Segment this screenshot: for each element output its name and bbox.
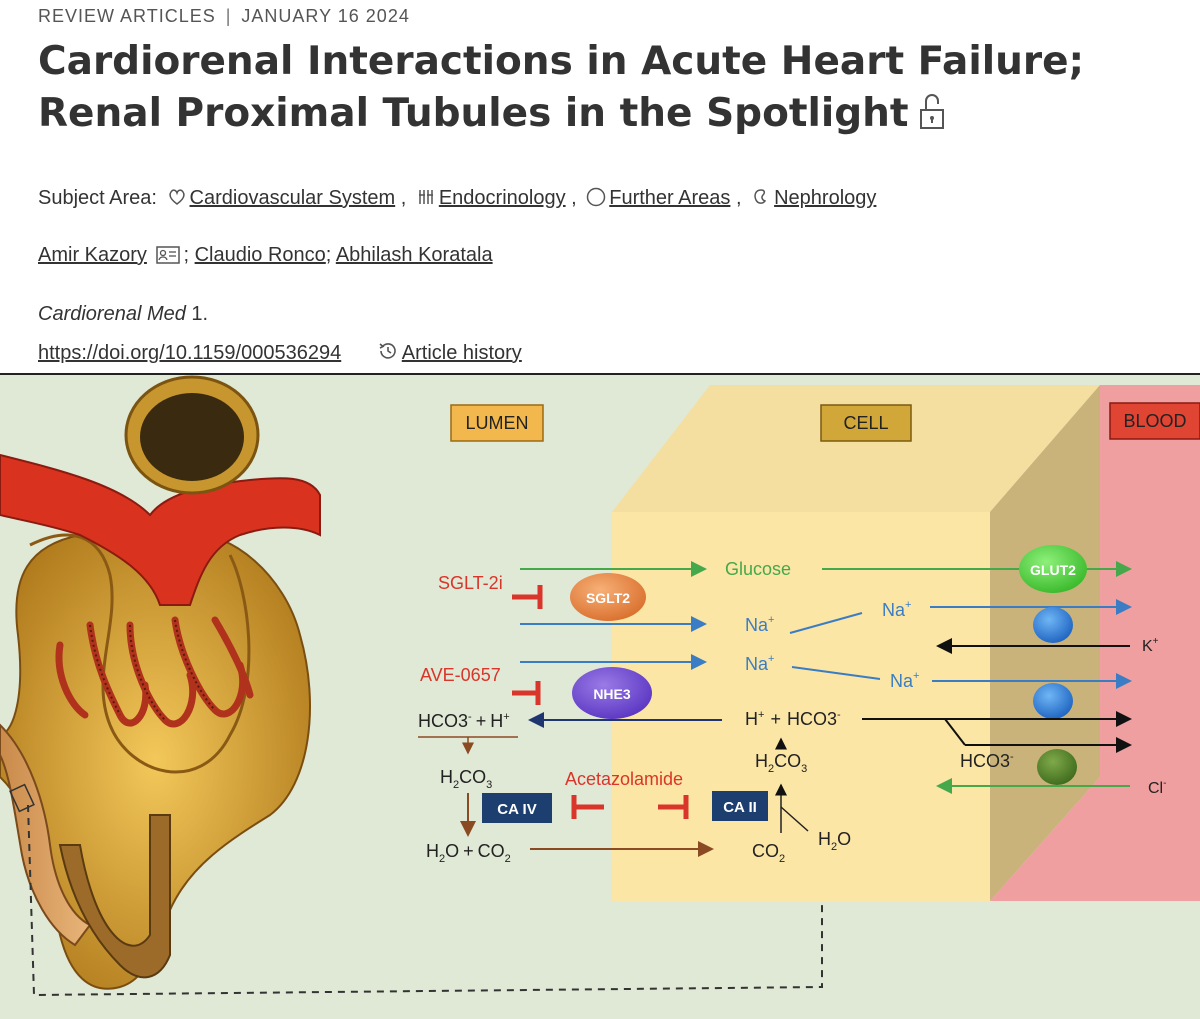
blood-label-box xyxy=(1109,402,1200,440)
author-link-0[interactable]: Amir Kazory xyxy=(38,244,147,266)
lumen-label: LUMEN xyxy=(465,413,528,433)
subject-link-cardiovascular[interactable]: Cardiovascular System xyxy=(189,187,396,209)
na-k-pump-1 xyxy=(1033,607,1073,643)
author-link-2[interactable]: Abhilash Koratala xyxy=(335,244,493,266)
ave-label: AVE-0657 xyxy=(420,665,501,685)
heart-icon xyxy=(167,187,187,213)
article-history-link[interactable]: Article history xyxy=(401,342,522,364)
sglt2-transporter xyxy=(570,573,646,621)
unlock-icon xyxy=(919,90,945,144)
ca4-box xyxy=(482,793,552,823)
k-label: K+ xyxy=(1142,636,1159,655)
author-link-1[interactable]: Claudio Ronco xyxy=(194,244,326,266)
glut2-transporter xyxy=(1019,545,1087,593)
journal-volume: 1. xyxy=(191,303,209,325)
blood-label: BLOOD xyxy=(1123,411,1186,431)
subject-area: Subject Area: Cardiovascular System , En… xyxy=(38,187,876,213)
article-title: Cardiorenal Interactions in Acute Heart … xyxy=(38,36,1188,144)
glomerulus-illustration xyxy=(0,375,321,990)
subject-link-further-areas[interactable]: Further Areas xyxy=(609,187,731,209)
glut2-label: GLUT2 xyxy=(1030,562,1076,578)
doi-row: https://doi.org/10.1159/000536294 Articl… xyxy=(38,340,522,368)
ca4-label: CA IV xyxy=(497,801,536,818)
nhe3-transporter xyxy=(572,667,652,719)
blood-area xyxy=(990,385,1200,901)
cell-label-box xyxy=(820,404,912,442)
dashed-connector xyxy=(27,804,823,997)
circle-icon xyxy=(586,187,606,213)
author-list: Amir Kazory ; Claudio Ronco; Abhilash Ko… xyxy=(38,244,493,270)
h2o-branch xyxy=(780,806,809,832)
journal-name: Cardiorenal Med xyxy=(38,303,186,325)
sglt2i-label: SGLT-2i xyxy=(438,573,503,593)
glands-icon xyxy=(416,187,436,213)
subject-link-nephrology[interactable]: Nephrology xyxy=(774,187,877,209)
h2o-cell: H2O xyxy=(818,829,851,853)
meta-separator: | xyxy=(225,6,232,26)
ca2-box xyxy=(712,791,768,821)
subject-link-endocrinology[interactable]: Endocrinology xyxy=(438,187,566,209)
hco3-split xyxy=(944,718,966,746)
acetazolamide-label: Acetazolamide xyxy=(565,769,683,789)
nhe3-label: NHE3 xyxy=(593,686,631,702)
journal-citation: Cardiorenal Med 1. xyxy=(38,303,208,326)
figure: LUMEN CELL BLOOD Glucose SGLT-2i SGLT2 N… xyxy=(0,373,1200,1019)
lumen-label-box xyxy=(450,404,544,442)
sglt2-label: SGLT2 xyxy=(586,590,630,606)
co2-cell: CO2 xyxy=(752,841,785,865)
h2co3-cell: H2CO3 xyxy=(755,751,807,775)
na-label-3: Na+ xyxy=(745,653,774,674)
article-category[interactable]: REVIEW ARTICLES xyxy=(38,6,216,26)
hco3-baso-label: HCO3- xyxy=(960,751,1014,771)
article-history[interactable]: Article history xyxy=(373,342,522,364)
h-hco3-cell: H++HCO3- xyxy=(745,709,841,729)
na-label-4: Na+ xyxy=(890,670,919,691)
article-title-text: Cardiorenal Interactions in Acute Heart … xyxy=(38,39,1085,136)
h2o-co2-lumen: H2O+CO2 xyxy=(426,841,511,865)
figure-canvas: LUMEN CELL BLOOD Glucose SGLT-2i SGLT2 N… xyxy=(0,375,1200,997)
ca2-label: CA II xyxy=(723,799,757,816)
na-hco3-cotransporter xyxy=(1033,683,1073,719)
na-label-2: Na+ xyxy=(882,599,911,620)
subject-label: Subject Area: xyxy=(38,187,157,209)
article-meta: REVIEW ARTICLES | JANUARY 16 2024 xyxy=(38,6,410,27)
na-connector-2 xyxy=(791,666,881,680)
glucose-label: Glucose xyxy=(725,559,791,579)
na-label-1: Na+ xyxy=(745,614,774,635)
na-connector-1 xyxy=(789,612,863,634)
cell-label: CELL xyxy=(843,413,888,433)
h2co3-lumen: H2CO3 xyxy=(440,767,492,791)
cell-top-face xyxy=(612,385,1100,512)
article-date: JANUARY 16 2024 xyxy=(241,6,410,26)
cell-front-face xyxy=(612,512,990,901)
hco3-h-lumen: HCO3-+H+ xyxy=(418,711,510,731)
kidney-icon xyxy=(751,187,771,213)
cl-exchanger xyxy=(1037,749,1077,785)
doi-link[interactable]: https://doi.org/10.1159/000536294 xyxy=(38,342,342,364)
history-icon xyxy=(377,340,399,368)
cl-label: Cl- xyxy=(1148,778,1166,797)
contact-card-icon[interactable] xyxy=(156,246,181,270)
